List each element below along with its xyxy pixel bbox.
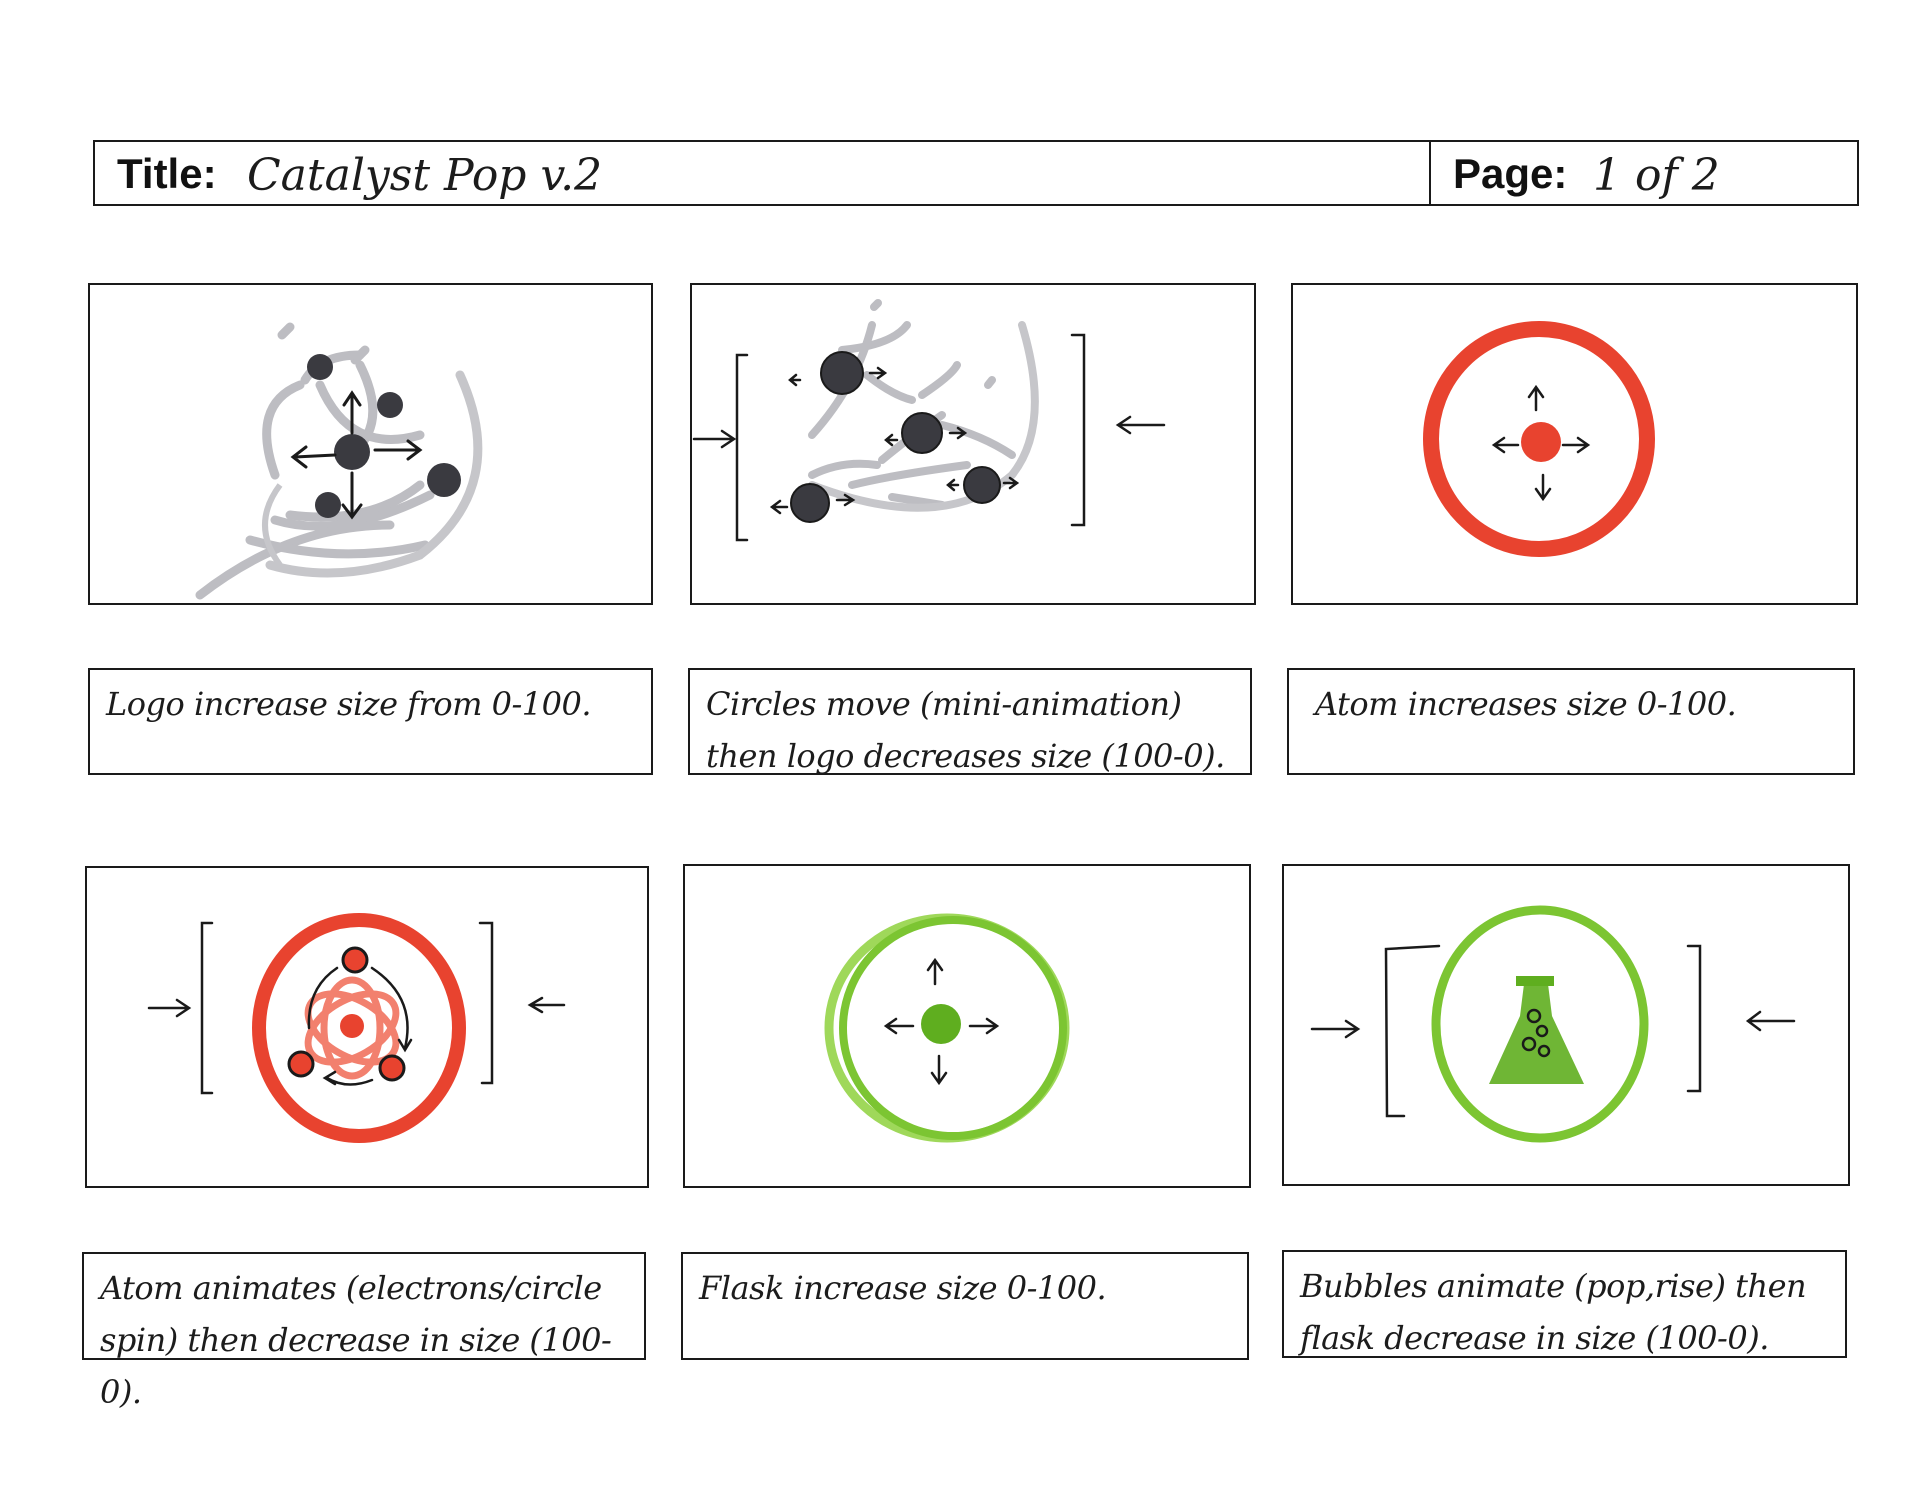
caption-text-4: Atom animates (electrons/circle spin) th…	[100, 1269, 612, 1411]
storyboard-frame-3	[1291, 283, 1858, 605]
caption-box-4: Atom animates (electrons/circle spin) th…	[82, 1252, 646, 1411]
storyboard-frame-2	[690, 283, 1256, 605]
page-value: 1 of 2	[1593, 150, 1720, 201]
logo-contract-sketch	[692, 299, 1166, 542]
caption-text-6: Bubbles animate (pop,rise) then flask de…	[1300, 1267, 1807, 1357]
title-value: Catalyst Pop v.2	[247, 150, 603, 201]
logo-expand-sketch	[195, 322, 483, 600]
caption-text-3: Atom increases size 0-100.	[1315, 685, 1737, 723]
caption-box-6: Bubbles animate (pop,rise) then flask de…	[1282, 1250, 1847, 1358]
atom-expand-sketch	[1423, 321, 1655, 557]
caption-box-5: Flask increase size 0-100.	[681, 1252, 1249, 1360]
caption-text-5: Flask increase size 0-100.	[699, 1269, 1107, 1307]
page-box: Page: 1 of 2	[1429, 140, 1859, 206]
storyboard-frame-4	[85, 866, 649, 1188]
atom-contract-sketch	[147, 913, 566, 1143]
caption-text-1: Logo increase size from 0-100.	[106, 685, 592, 723]
storyboard-frame-1	[88, 283, 653, 605]
storyboard-frame-5	[683, 864, 1251, 1188]
caption-box-2: Circles move (mini-animation) then logo …	[688, 668, 1252, 775]
storyboard-frame-6	[1282, 864, 1850, 1186]
caption-box-1: Logo increase size from 0-100.	[88, 668, 653, 775]
caption-box-3: Atom increases size 0-100.	[1287, 668, 1855, 775]
caption-text-2: Circles move (mini-animation) then logo …	[706, 685, 1225, 775]
flask-contract-sketch	[1310, 905, 1796, 1143]
page-label: Page:	[1453, 150, 1568, 197]
title-box: Title: Catalyst Pop v.2	[93, 140, 1431, 206]
flask-expand-sketch	[824, 913, 1070, 1143]
title-label: Title:	[117, 150, 217, 197]
